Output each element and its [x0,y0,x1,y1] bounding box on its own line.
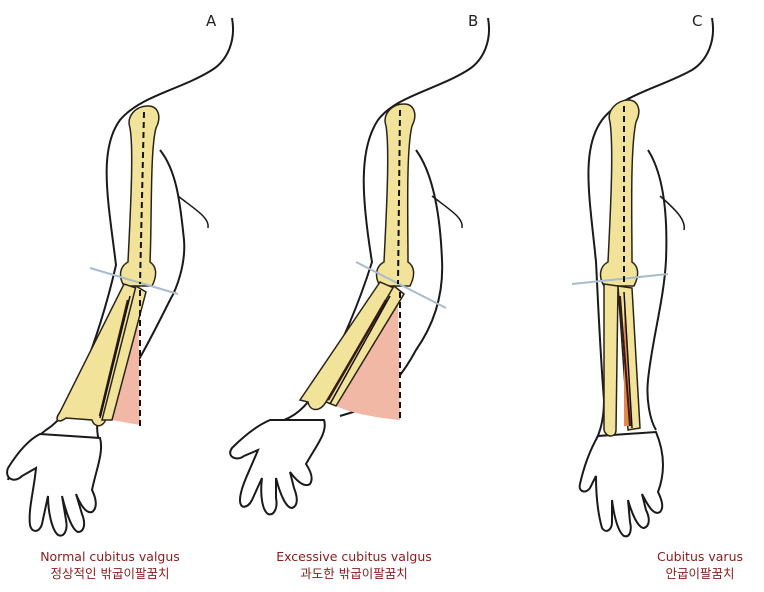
panel-a-caption: Normal cubitus valgus 정상적인 밖굽이팔꿈치 [20,548,200,582]
panel-b-caption: Excessive cubitus valgus 과도한 밖굽이팔꿈치 [244,548,464,582]
panel-a-humerus-axis [139,111,145,285]
panel-b-forearm-axis [329,295,391,405]
panel-b-caption-en: Excessive cubitus valgus [276,549,432,564]
panel-c-caption-en: Cubitus varus [657,549,743,564]
panel-a-label: A [206,12,217,30]
panel-a-caption-en: Normal cubitus valgus [40,549,180,564]
panel-c-caption: Cubitus varus 안굽이팔꿈치 [640,548,760,582]
panel-c-illustration [571,17,714,538]
panel-a-illustration [6,17,234,537]
panel-c-caption-ko: 안굽이팔꿈치 [665,566,735,581]
panel-a-forearm-axis [99,295,131,419]
panel-b-humerus-axis [397,109,401,285]
panel-a-caption-ko: 정상적인 밖굽이팔꿈치 [50,566,170,581]
panel-b-illustration [229,17,490,516]
panel-b-joint-line [355,261,447,309]
panel-b-caption-ko: 과도한 밖굽이팔꿈치 [300,566,408,581]
panel-c-joint-line [571,273,669,285]
panel-a-joint-line [89,267,179,295]
panel-c-forearm-axis [623,291,633,429]
panel-b-label: B [468,12,479,30]
panel-c-label: C [692,12,703,30]
